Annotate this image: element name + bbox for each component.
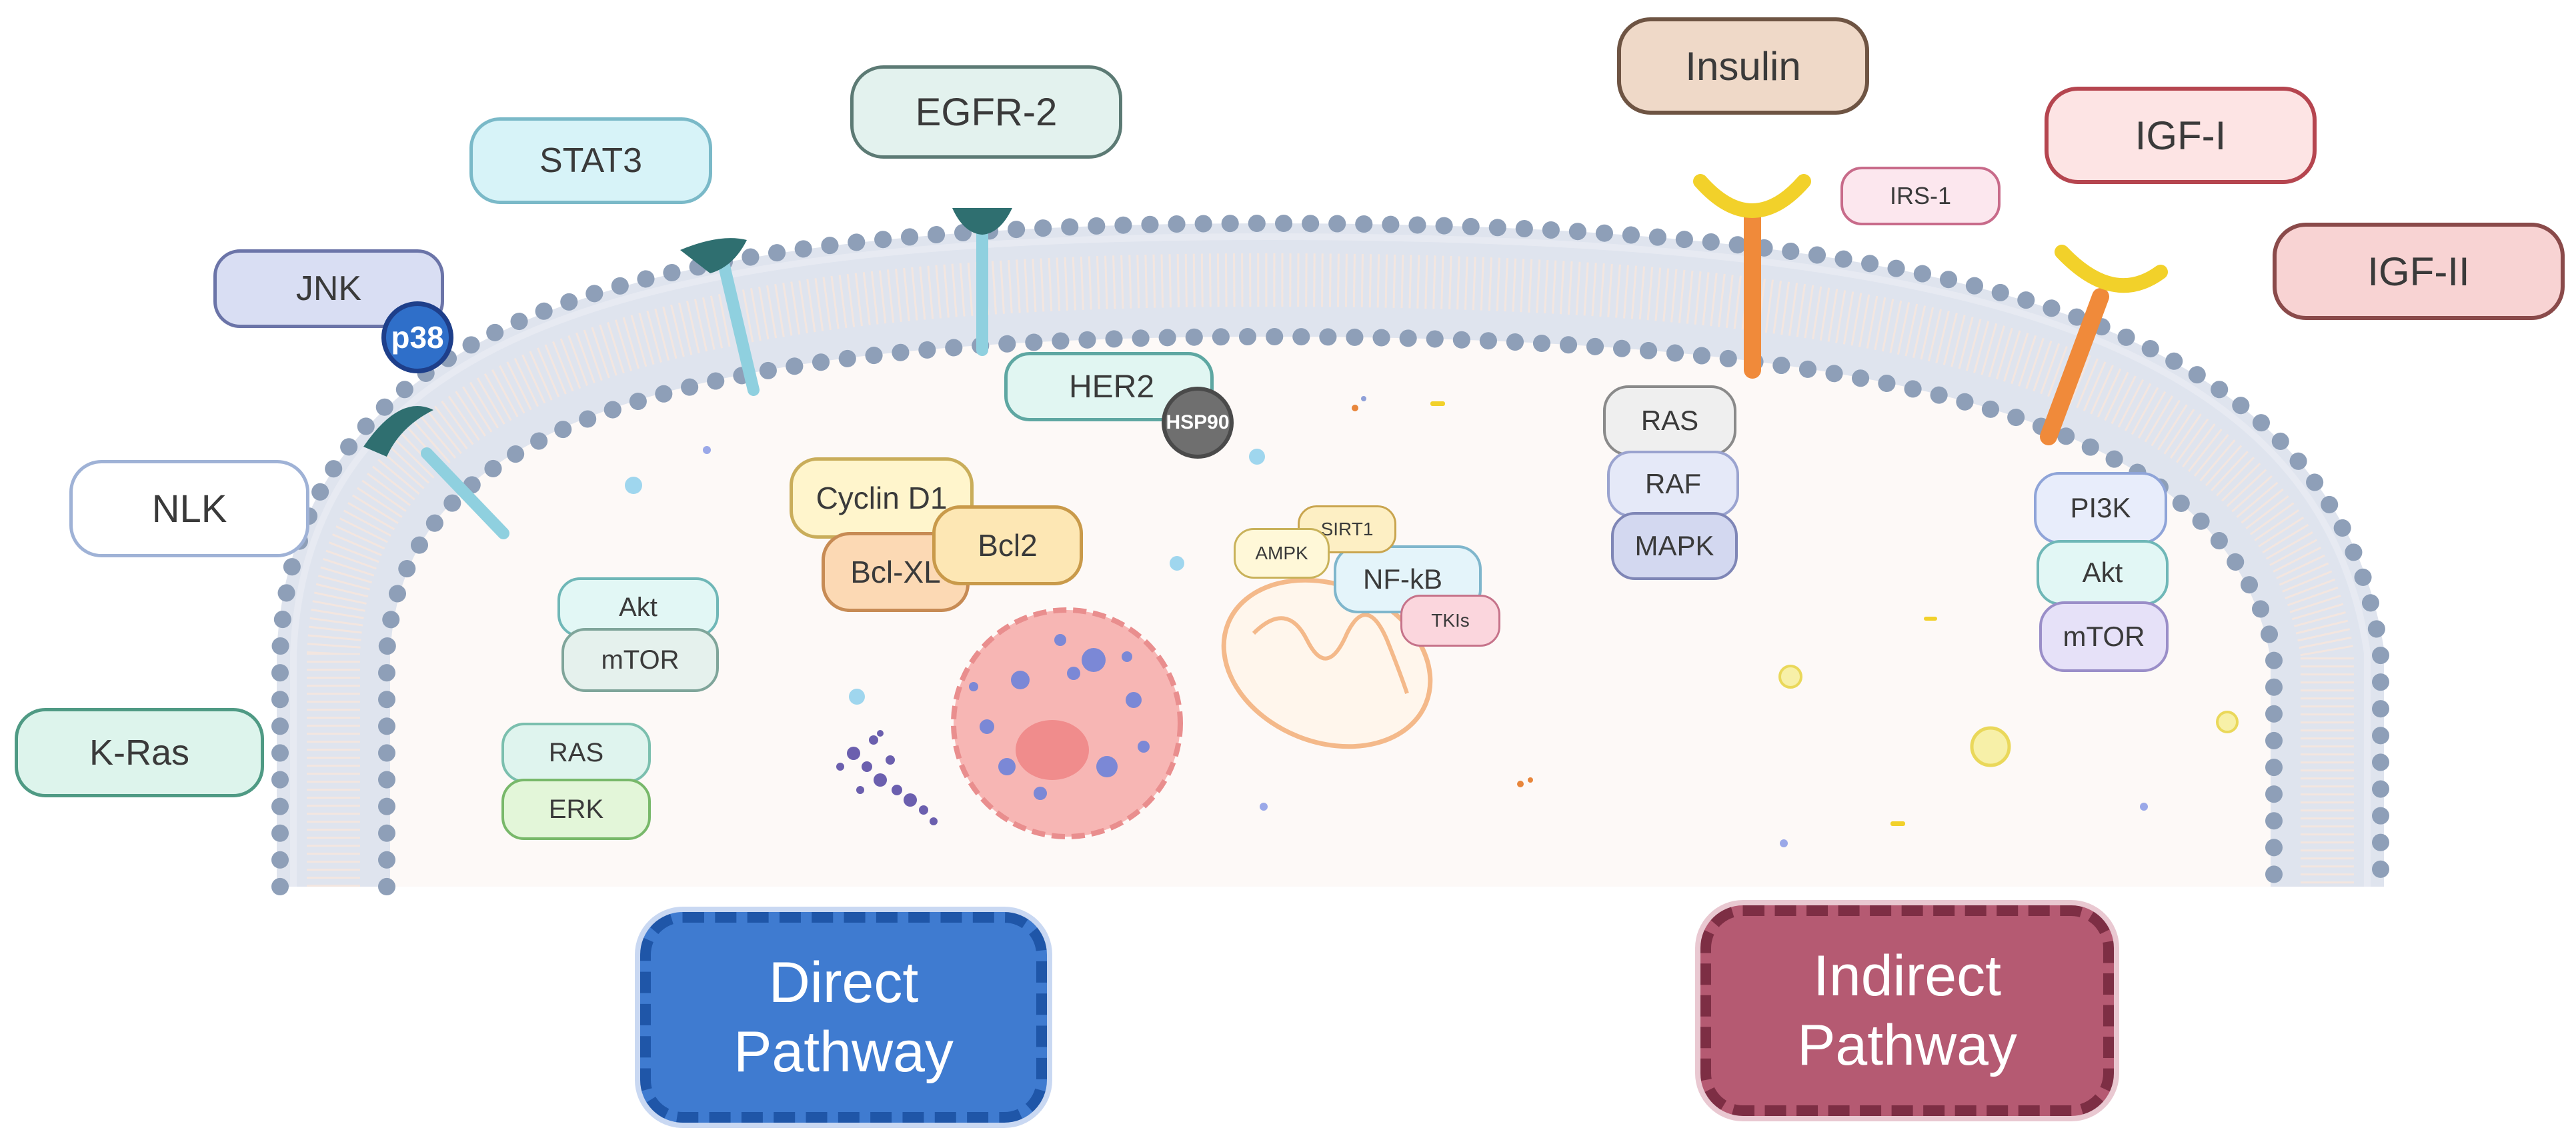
vesicles [625, 396, 2239, 847]
egfr2-label: EGFR-2 [850, 65, 1122, 159]
receptor-igf [2040, 245, 2168, 445]
ras-label-left: RAS [501, 723, 651, 783]
akt-label-right: Akt [2037, 540, 2169, 605]
nucleus [951, 607, 1183, 839]
mitochondrion [1221, 577, 1433, 749]
mtor-label-left: mTOR [561, 628, 719, 692]
erk-label-left: ERK [501, 779, 651, 840]
ampk-label: AMPK [1234, 528, 1330, 579]
igf2-label: IGF-II [2273, 223, 2565, 320]
nlk-label: NLK [69, 460, 309, 557]
receptor-insulin [1693, 174, 1811, 379]
stat3-label: STAT3 [469, 117, 712, 204]
receptor-left [363, 406, 509, 539]
raf-label-right: RAF [1607, 451, 1739, 517]
irs1-label: IRS-1 [1840, 167, 2001, 225]
pi3k-label-right: PI3K [2034, 472, 2167, 544]
bcl2-label: Bcl2 [932, 505, 1083, 585]
indirect-pathway-line1: Indirect [1812, 944, 2002, 1008]
membrane-heads-outer [271, 214, 2389, 895]
cell-membrane [277, 223, 2384, 887]
indirect-pathway-line2: Pathway [1797, 1013, 2017, 1077]
receptor-egfr [952, 208, 1012, 356]
ras-label-right: RAS [1603, 385, 1736, 456]
tkis-label: TKIs [1400, 595, 1500, 647]
hsp90-badge: HSP90 [1162, 387, 1234, 459]
igf1-label: IGF-I [2045, 87, 2317, 184]
granule-cluster [836, 730, 938, 825]
receptor-stat3 [680, 238, 760, 396]
insulin-label: Insulin [1617, 17, 1869, 115]
kras-label: K-Ras [15, 708, 264, 797]
direct-pathway-label: Direct Pathway [640, 912, 1047, 1123]
direct-pathway-line2: Pathway [734, 1020, 954, 1084]
akt-label-left: Akt [557, 577, 719, 637]
mtor-label-right: mTOR [2039, 601, 2169, 672]
indirect-pathway-label: Indirect Pathway [1700, 905, 2114, 1116]
direct-pathway-line1: Direct [768, 951, 919, 1015]
mapk-label-right: MAPK [1611, 512, 1738, 580]
p38-badge: p38 [381, 301, 453, 373]
